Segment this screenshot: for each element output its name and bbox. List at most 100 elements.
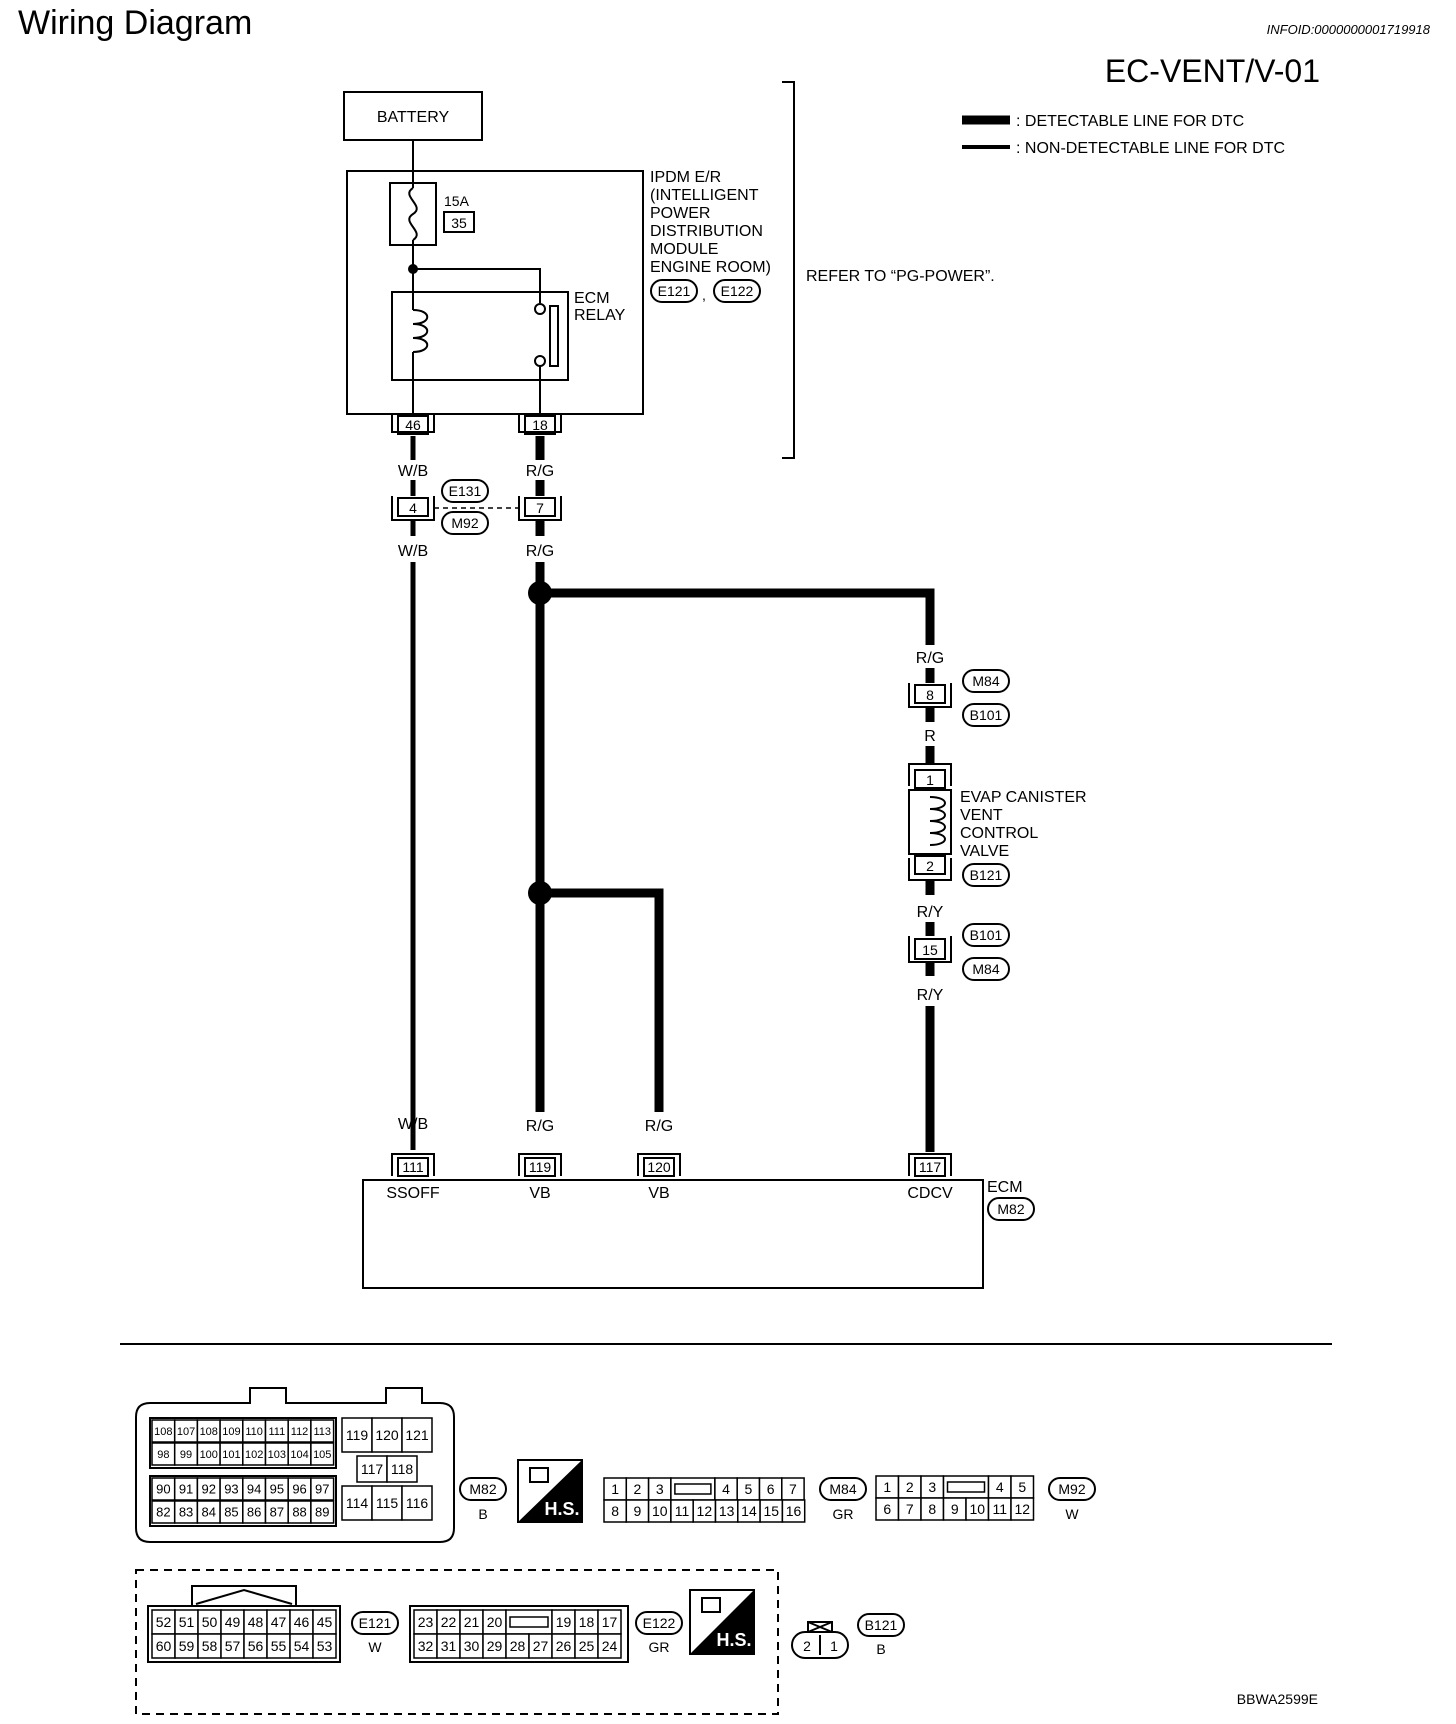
svg-text:W/B: W/B (398, 543, 428, 560)
ecm-terminal-119 (518, 1153, 562, 1177)
pin-cell (310, 1500, 335, 1524)
connector-m84-a: M84 (972, 673, 999, 689)
m84-view-id: M84 (829, 1481, 856, 1497)
svg-text:R/G: R/G (526, 1118, 554, 1135)
pin-label: 102 (245, 1449, 263, 1461)
pin-label: 28 (510, 1638, 526, 1654)
pin-label: 53 (317, 1638, 333, 1654)
ipdm-terminal-46 (391, 414, 435, 435)
b121-view-color: B (876, 1641, 885, 1657)
pin-label: 112 (291, 1426, 309, 1438)
pin-label: 3 (928, 1479, 936, 1495)
ecm-terminal-117 (908, 1153, 952, 1177)
pin-label: 25 (579, 1638, 595, 1654)
pin-label: 17 (602, 1614, 618, 1630)
svg-text:111: 111 (402, 1159, 423, 1175)
relay-coil-icon (412, 309, 429, 353)
pin-label: 19 (556, 1614, 572, 1630)
pin-label: 15 (763, 1503, 779, 1519)
pin-blank (509, 1616, 549, 1628)
fuse-rating: 15A (444, 193, 470, 209)
pin-label: 82 (156, 1505, 170, 1520)
pin-label: 5 (1018, 1479, 1026, 1495)
svg-text:,: , (702, 287, 706, 303)
pin-label: 50 (202, 1614, 218, 1630)
ecm-connector: M82 (997, 1201, 1024, 1217)
pin-label: 49 (225, 1614, 241, 1630)
pin-label: 9 (634, 1503, 642, 1519)
diagram-code: EC-VENT/V-01 (1105, 53, 1320, 89)
pin-label: 54 (294, 1638, 310, 1654)
pin-cell (401, 1485, 433, 1521)
pin-cell (386, 1455, 418, 1483)
pin-label: 8 (611, 1503, 619, 1519)
svg-text:EVAP CANISTER: EVAP CANISTER (960, 789, 1087, 806)
pin-label: 26 (556, 1638, 572, 1654)
pin-label: 32 (418, 1638, 434, 1654)
pin-cell (371, 1485, 403, 1521)
svg-text:120: 120 (647, 1159, 671, 1175)
svg-text:R/G: R/G (526, 463, 554, 480)
e121-view-color: W (368, 1639, 382, 1655)
pin-label: 27 (533, 1638, 549, 1654)
fuse-icon (389, 182, 437, 246)
pin-label: 18 (579, 1614, 595, 1630)
relay-contact-bottom-icon (534, 355, 546, 367)
pin-label: 86 (247, 1505, 261, 1520)
pin-label: 16 (786, 1503, 802, 1519)
relay-label-1: ECM (574, 290, 610, 307)
pin-label: 121 (405, 1427, 429, 1443)
pin-cell (312, 1633, 337, 1659)
pin-label: 21 (464, 1614, 480, 1630)
pin-label: 118 (391, 1461, 414, 1477)
pin-label: 98 (157, 1449, 169, 1461)
pin-label: 109 (222, 1426, 240, 1438)
hs-icon-1: H.S. (517, 1459, 583, 1523)
footer-code: BBWA2599E (1237, 1691, 1318, 1707)
fuse-number: 35 (451, 215, 467, 231)
pin-label: 48 (248, 1614, 264, 1630)
svg-text:R/Y: R/Y (917, 904, 944, 921)
pin-label: 117 (361, 1461, 384, 1477)
svg-text:R/Y: R/Y (917, 987, 944, 1004)
pin-label: 95 (270, 1482, 284, 1497)
pin-label: 58 (202, 1638, 218, 1654)
pin-label: 91 (179, 1482, 193, 1497)
svg-text:4: 4 (409, 500, 417, 516)
ecm-label: ECM (987, 1179, 1023, 1196)
pin-label: 3 (656, 1481, 664, 1497)
pin-label: 12 (697, 1503, 713, 1519)
pin-label: 83 (179, 1505, 193, 1520)
pin-label: 14 (741, 1503, 757, 1519)
relay-label-2: RELAY (574, 307, 626, 324)
pin-cell (781, 1499, 806, 1523)
pin-label: 22 (441, 1614, 457, 1630)
pin-label: 84 (202, 1505, 216, 1520)
dashed-group (135, 1569, 779, 1715)
pin-label: 55 (271, 1638, 287, 1654)
svg-text:H.S.: H.S. (716, 1630, 751, 1650)
pin-label: 120 (375, 1427, 399, 1443)
pin-label: 103 (268, 1449, 286, 1461)
svg-text:VB: VB (529, 1185, 550, 1202)
svg-text:CDCV: CDCV (907, 1185, 953, 1202)
valve-coil-icon (929, 796, 946, 846)
e122-view-color: GR (649, 1639, 670, 1655)
svg-text:8: 8 (926, 687, 934, 703)
legend-detectable: : DETECTABLE LINE FOR DTC (1016, 113, 1244, 130)
ecm-terminal-120 (637, 1153, 681, 1177)
pin-label: 11 (675, 1503, 690, 1519)
pin-label: 116 (406, 1495, 429, 1511)
pin-label: 8 (928, 1501, 936, 1517)
pin-label: 113 (313, 1426, 331, 1438)
pin-label: 110 (245, 1426, 263, 1438)
svg-text:18: 18 (532, 417, 548, 433)
svg-text:2: 2 (926, 858, 934, 874)
pin-label: 4 (722, 1481, 730, 1497)
pin-label: 23 (418, 1614, 434, 1630)
pin-cell (341, 1417, 373, 1453)
m92-view-color: W (1065, 1506, 1079, 1522)
pin-cell (597, 1633, 622, 1659)
